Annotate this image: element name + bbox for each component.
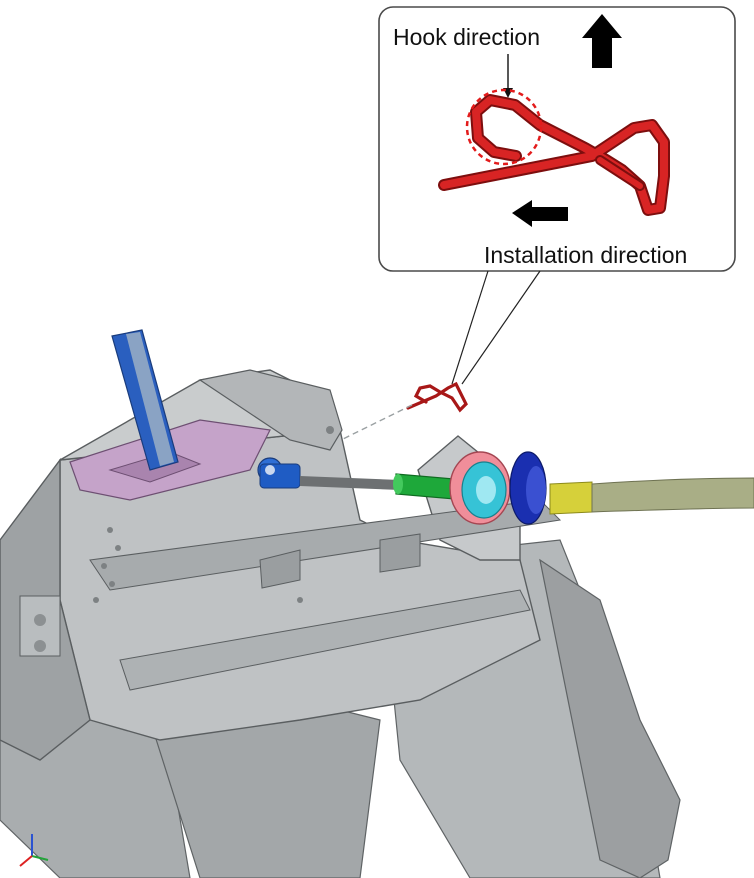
leader-line-right xyxy=(461,270,541,385)
installation-direction-label: Installation direction xyxy=(484,242,687,268)
xyz-axis-icon xyxy=(19,834,49,867)
arrow-left-icon xyxy=(512,200,568,227)
shift-rod xyxy=(111,329,179,471)
installation-guide-line xyxy=(275,404,413,473)
hook-highlight-circle xyxy=(465,88,543,166)
shift-cable-rod xyxy=(300,476,400,490)
hook-direction-label: Hook direction xyxy=(393,24,540,50)
clip-small xyxy=(406,381,468,413)
arrow-up-icon xyxy=(582,14,622,68)
shift-lever-housing xyxy=(0,369,681,878)
cable-grommet xyxy=(449,451,547,525)
leader-line-left xyxy=(451,270,489,385)
callout-box: Hook direction Installation direction xyxy=(378,6,736,385)
lever-linkage xyxy=(257,457,301,489)
cable-bushing xyxy=(393,473,467,501)
clip-enlarged xyxy=(438,94,670,216)
shift-cable xyxy=(549,477,754,515)
